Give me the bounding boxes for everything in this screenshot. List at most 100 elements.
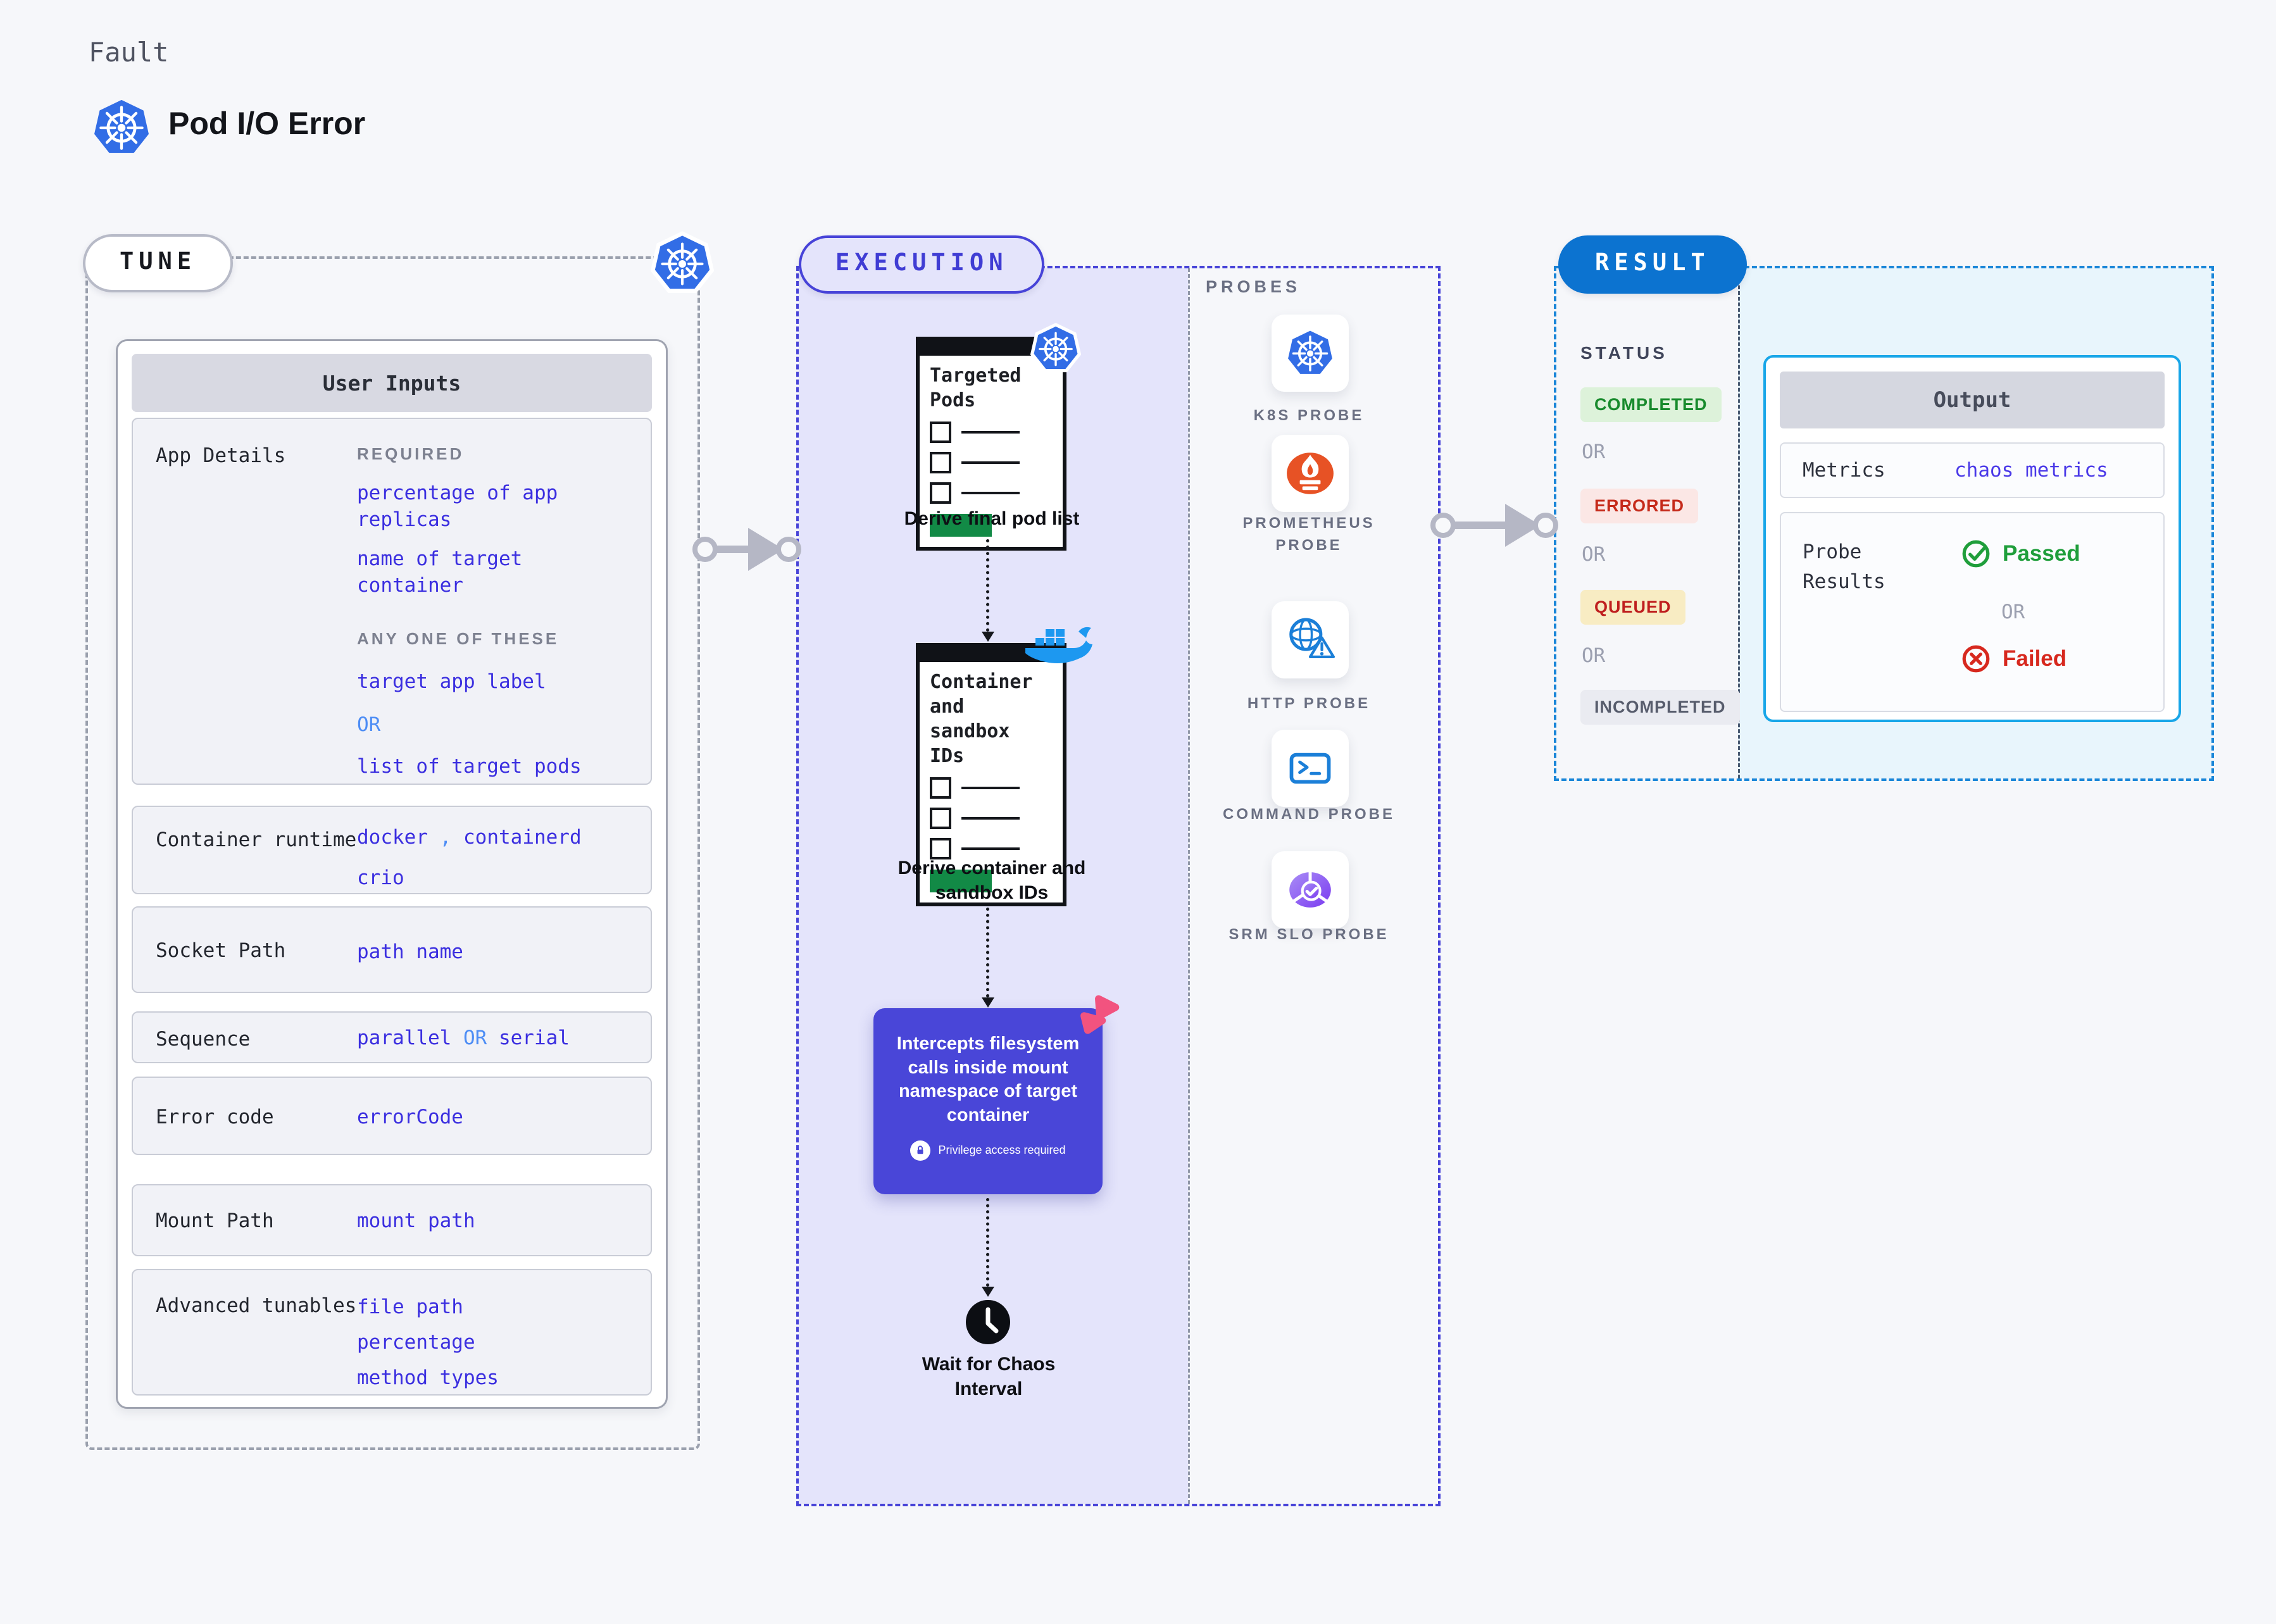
or-text: OR	[1582, 440, 1606, 463]
arrow-shaft	[1453, 522, 1508, 529]
row-label: App Details	[156, 444, 286, 467]
doc-title: Targeted Pods	[930, 365, 1022, 411]
execution-pill: EXECUTION	[799, 235, 1045, 294]
arrow-shaft	[715, 546, 751, 553]
targeted-pods-doc: Targeted Pods	[916, 337, 1066, 551]
row-error-code: Error code errorCode	[132, 1077, 652, 1155]
probe-results-row: Probe Results Passed OR Failed	[1780, 512, 2165, 712]
http-globe-warning-icon	[1289, 618, 1335, 658]
or-text: OR	[2001, 601, 2025, 623]
or-text: OR	[463, 1027, 487, 1049]
flow-connector	[986, 1198, 989, 1287]
comma: ,	[439, 826, 452, 849]
arrow-end-ring	[1533, 513, 1558, 538]
value-path-name: path name	[357, 940, 463, 963]
probe-label: COMMAND PROBE	[1223, 806, 1395, 823]
value-method-types: method types	[357, 1366, 499, 1389]
passed-check-icon	[1962, 540, 1990, 568]
tune-pill: TUNE	[83, 234, 234, 292]
value-docker: docker	[357, 826, 428, 849]
status-badge-completed: COMPLETED	[1580, 387, 1722, 422]
value-target-app-label: target app label	[357, 670, 546, 694]
value-serial: serial	[498, 1027, 570, 1049]
value-error-code: errorCode	[357, 1106, 463, 1128]
probe-label: K8S PROBE	[1253, 407, 1365, 424]
checklist-item	[930, 808, 1054, 829]
value-percentage: percentage	[357, 1330, 475, 1354]
status-badge-queued: QUEUED	[1580, 590, 1685, 625]
value-target-container: name of target container	[357, 547, 523, 597]
fault-category-label: Fault	[89, 37, 169, 68]
arrow-start-ring	[692, 537, 718, 562]
checklist-item	[930, 452, 1054, 473]
row-label: Socket Path	[156, 939, 286, 962]
intercept-box: Intercepts filesystem calls inside mount…	[873, 1008, 1103, 1194]
row-app-details: App Details REQUIRED percentage of app r…	[132, 418, 652, 785]
flow-arrowhead	[982, 1287, 994, 1297]
probe-results-label: Probe Results	[1803, 540, 1885, 593]
row-sequence: Sequence parallel OR serial	[132, 1011, 652, 1063]
checklist-item	[930, 482, 1054, 504]
value-list-target-pods: list of target pods	[357, 755, 582, 778]
or-text: OR	[1582, 644, 1606, 667]
row-socket-path: Socket Path path name	[132, 906, 652, 993]
lock-icon	[910, 1140, 931, 1161]
probe-k8s	[1272, 315, 1349, 392]
user-inputs-header: User Inputs	[132, 354, 652, 412]
page-title: Pod I/O Error	[168, 106, 366, 141]
probe-srm-slo	[1272, 851, 1349, 928]
checklist-item	[930, 422, 1054, 443]
failed-text: Failed	[2003, 646, 2067, 671]
doc-title: Container and sandbox IDs	[930, 671, 1033, 767]
arrow-execution-to-result	[1430, 503, 1558, 548]
probe-label: PROMETHEUS PROBE	[1242, 515, 1375, 554]
step-caption: Derive final pod list	[904, 508, 1080, 529]
clock-icon	[966, 1300, 1010, 1344]
output-header: Output	[1780, 372, 2165, 428]
metrics-label: Metrics	[1803, 458, 1885, 482]
row-label: Sequence	[156, 1028, 251, 1051]
terminal-icon	[1289, 753, 1331, 784]
container-ids-doc: Container and sandbox IDs	[916, 643, 1066, 906]
kubernetes-icon	[91, 96, 152, 159]
value-percentage-replicas: percentage of app replicas	[357, 482, 558, 531]
status-badge-incompleted: INCOMPLETED	[1580, 690, 1740, 725]
passed-text: Passed	[2003, 541, 2080, 566]
checklist-item	[930, 777, 1054, 799]
value-crio: crio	[357, 866, 404, 889]
value-mount-path: mount path	[357, 1209, 475, 1232]
flow-connector	[986, 539, 989, 632]
value-parallel: parallel	[357, 1027, 452, 1049]
kubernetes-icon	[651, 231, 714, 297]
output-card: Output Metrics chaos metrics Probe Resul…	[1763, 355, 2181, 722]
row-label: Error code	[156, 1106, 274, 1128]
row-label: Container runtime	[156, 828, 357, 851]
row-container-runtime: Container runtime docker , containerd cr…	[132, 806, 652, 894]
result-panel: STATUS COMPLETED OR ERRORED OR QUEUED OR…	[1554, 266, 2214, 781]
probe-label: SRM SLO PROBE	[1229, 926, 1389, 943]
green-bar	[930, 514, 992, 537]
metrics-row: Metrics chaos metrics	[1780, 442, 2165, 498]
value-containerd: containerd	[463, 826, 582, 849]
status-caption: STATUS	[1580, 343, 1668, 363]
arrow-tune-to-execution	[692, 527, 801, 572]
row-label: Advanced tunables	[156, 1294, 357, 1317]
probe-command	[1272, 730, 1349, 807]
probes-label: PROBES	[1206, 277, 1301, 296]
or-text: OR	[1582, 543, 1606, 566]
probe-prometheus	[1272, 435, 1349, 512]
privilege-text: Privilege access required	[938, 1144, 1066, 1157]
step-caption: Derive container and sandbox IDs	[897, 858, 1086, 903]
slo-donut-check-icon	[1289, 871, 1331, 908]
chaos-pinwheel-icon	[1080, 995, 1120, 1034]
kubernetes-badge-icon	[1030, 323, 1081, 375]
wait-caption: Wait for Chaos Interval	[922, 1354, 1056, 1399]
flow-arrowhead	[982, 632, 994, 642]
arrow-end-ring	[776, 537, 801, 562]
flow-arrowhead	[982, 997, 994, 1008]
tune-panel	[85, 256, 700, 1450]
required-caption: REQUIRED	[357, 444, 465, 463]
or-text: OR	[357, 713, 381, 737]
docker-badge-icon	[1025, 627, 1092, 663]
